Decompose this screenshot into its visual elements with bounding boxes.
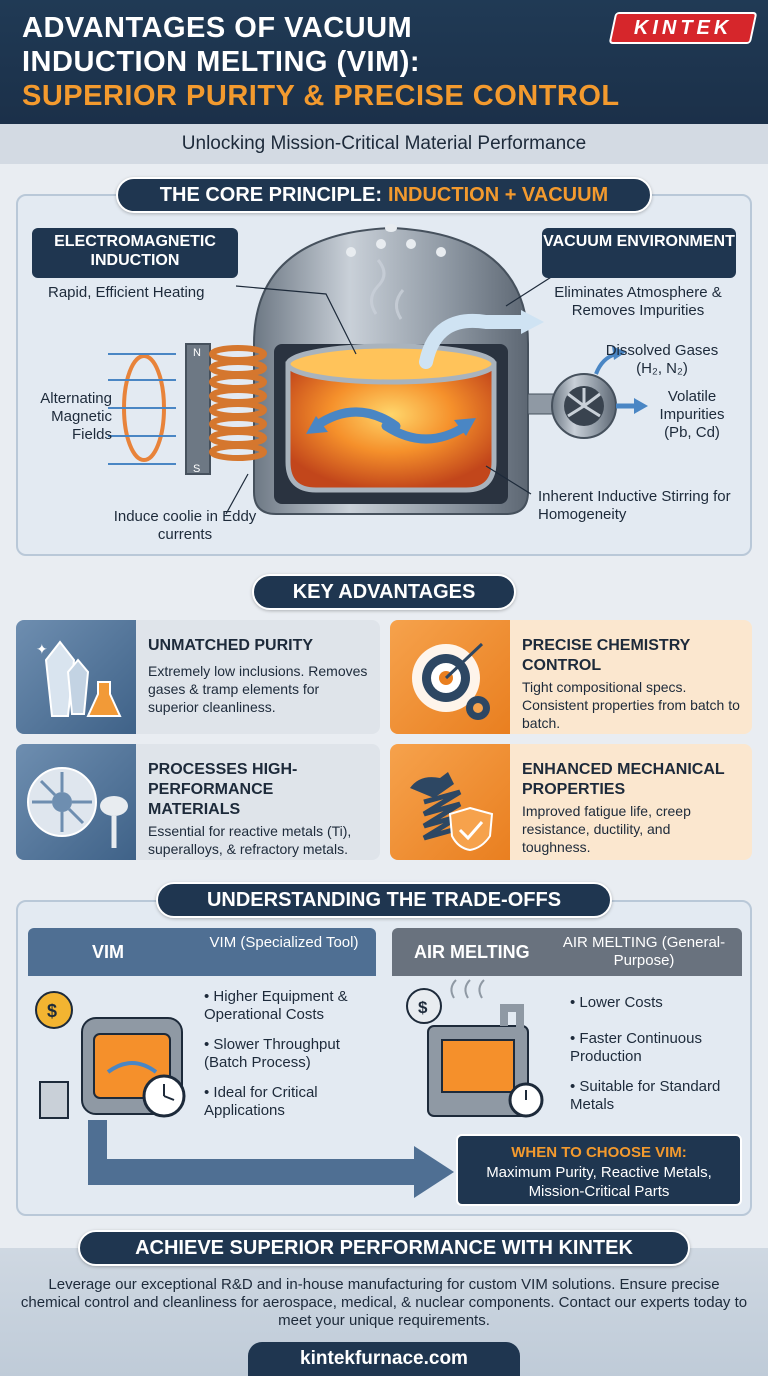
card-body: Improved fatigue life, creep resistance,… — [522, 803, 691, 855]
stirring-text: Inherent Inductive Stirring for Homogene… — [538, 488, 731, 523]
vim-point-3: • Ideal for Critical Applications — [204, 1084, 318, 1119]
target-gear-icon — [390, 620, 510, 734]
header: ADVANTAGES OF VACUUM INDUCTION MELTING (… — [0, 0, 768, 124]
title-line-2: INDUCTION MELTING (VIM): — [22, 46, 421, 78]
when-to-choose-box: WHEN TO CHOOSE VIM: Maximum Purity, Reac… — [456, 1134, 742, 1206]
induction-desc: Rapid, Efficient Heating — [48, 284, 205, 301]
air-melting-label: AIR MELTING — [414, 942, 530, 962]
crystal-flask-icon: ✦ — [16, 620, 136, 734]
card-unmatched-purity: ✦ UNMATCHED PURITY Extremely low inclusi… — [16, 620, 380, 734]
gas-outlet-arrow — [419, 313, 528, 369]
card-body: Tight compositional specs. Consistent pr… — [522, 679, 740, 731]
vim-equipment-illustration: $ — [35, 991, 186, 1119]
air-point-2: • Faster Continuous Production — [570, 1030, 702, 1065]
air-point-3: • Suitable for Standard Metals — [570, 1078, 721, 1113]
card-title: ENHANCED MECHANICAL PROPERTIES — [522, 761, 725, 798]
vim-furnace-diagram: N S — [108, 224, 648, 515]
subtitle: Unlocking Mission-Critical Material Perf… — [0, 124, 768, 164]
air-furnace-illustration: $ — [406, 979, 544, 1118]
vacuum-desc: Eliminates Atmosphere & Removes Impuriti… — [554, 284, 722, 319]
choose-body: Maximum Purity, Reactive Metals, Mission… — [486, 1164, 712, 1200]
choose-title: WHEN TO CHOOSE VIM: — [511, 1144, 687, 1161]
spring-shield-icon — [390, 744, 510, 860]
vim-label: VIM — [92, 942, 125, 962]
key-advantages-pill: KEY ADVANTAGES — [252, 574, 516, 610]
vacuum-label: VACUUM ENVIRONMENT — [542, 228, 736, 278]
card-title: PROCESSES HIGH-PERFORMANCE MATERIALS — [148, 761, 298, 818]
svg-text:N: N — [193, 347, 201, 359]
magnetic-fields-text: Alternating Magnetic Fields — [40, 390, 112, 443]
svg-text:✦: ✦ — [36, 642, 48, 658]
core-principle-pill: THE CORE PRINCIPLE:INDUCTION + VACUUM — [116, 177, 652, 213]
kintek-logo: KINTEK — [608, 12, 758, 44]
turbine-implant-icon — [16, 744, 136, 860]
vacuum-pump — [527, 346, 648, 439]
svg-text:$: $ — [418, 998, 428, 1017]
air-point-1: • Lower Costs — [570, 994, 663, 1011]
card-body: Extremely low inclusions. Removes gases … — [148, 663, 368, 715]
card-title: PRECISE CHEMISTRY CONTROL — [522, 637, 691, 674]
footer-body: Leverage our exceptional R&D and in-hous… — [20, 1276, 748, 1329]
crucible-melt — [285, 259, 497, 493]
card-title: UNMATCHED PURITY — [148, 637, 314, 654]
website-link[interactable]: kintekfurnace.com — [248, 1342, 520, 1376]
footer-pill: ACHIEVE SUPERIOR PERFORMANCE WITH KINTEK — [78, 1230, 690, 1266]
svg-text:S: S — [193, 463, 200, 475]
title-line-3: SUPERIOR PURITY & PRECISE CONTROL — [22, 80, 620, 112]
vim-sub: VIM (Specialized Tool) — [209, 934, 359, 951]
card-body: Essential for reactive metals (Ti), supe… — [148, 823, 352, 857]
card-mechanical-properties: ENHANCED MECHANICAL PROPERTIES Improved … — [390, 744, 752, 860]
card-high-performance: PROCESSES HIGH-PERFORMANCE MATERIALS Ess… — [16, 744, 380, 860]
induction-coil: N S — [108, 343, 267, 475]
air-melting-bar: AIR MELTING AIR MELTING (General-Purpose… — [392, 928, 742, 976]
vim-bar: VIM VIM (Specialized Tool) — [28, 928, 376, 976]
card-precise-chemistry: PRECISE CHEMISTRY CONTROL Tight composit… — [390, 620, 752, 734]
tradeoffs-pill: UNDERSTANDING THE TRADE-OFFS — [156, 882, 612, 918]
volatile-impurities-text: Volatile Impurities (Pb, Cd) — [659, 388, 725, 441]
induction-label: ELECTROMAGNETIC INDUCTION — [32, 228, 238, 278]
svg-text:$: $ — [47, 1001, 57, 1021]
dissolved-gases-text: Dissolved Gases (H₂, N₂) — [605, 342, 719, 377]
choose-arrow — [88, 1120, 454, 1198]
title-line-1: ADVANTAGES OF VACUUM — [22, 12, 413, 44]
air-melting-sub: AIR MELTING (General-Purpose) — [562, 934, 726, 969]
vim-point-1: • Higher Equipment & Operational Costs — [204, 988, 348, 1023]
eddy-currents-text: Induce coolie in Eddy currents — [113, 508, 257, 543]
vim-point-2: • Slower Throughput (Batch Process) — [204, 1036, 340, 1071]
